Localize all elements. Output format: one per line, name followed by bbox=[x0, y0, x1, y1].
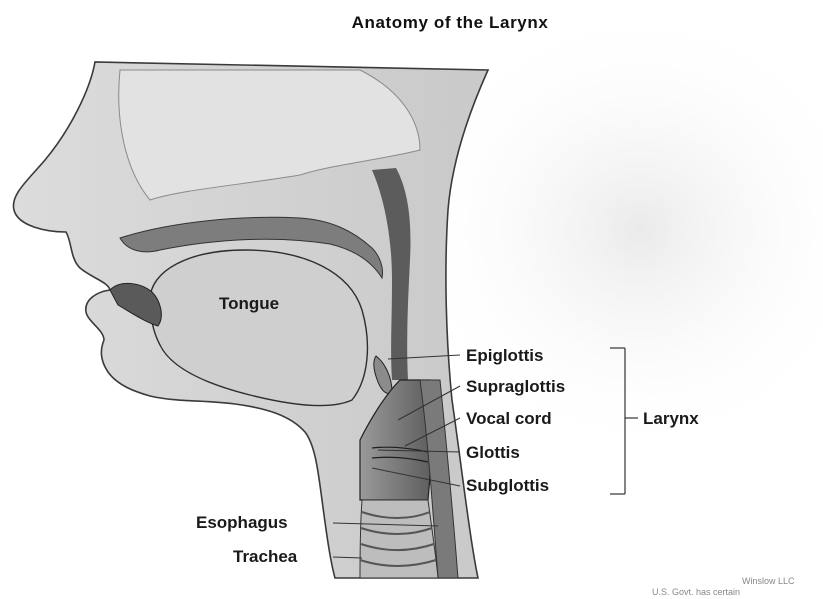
label-subglottis: Subglottis bbox=[466, 476, 549, 496]
label-epiglottis: Epiglottis bbox=[466, 346, 543, 366]
label-glottis: Glottis bbox=[466, 443, 520, 463]
label-larynx: Larynx bbox=[643, 409, 699, 429]
label-supraglottis: Supraglottis bbox=[466, 377, 565, 397]
label-tongue: Tongue bbox=[219, 294, 279, 314]
credit-line-1: Winslow LLC bbox=[742, 576, 795, 586]
label-esophagus: Esophagus bbox=[196, 513, 288, 533]
credit-line-2: U.S. Govt. has certain bbox=[652, 587, 740, 597]
label-vocal-cord: Vocal cord bbox=[466, 409, 552, 429]
label-trachea: Trachea bbox=[233, 547, 297, 567]
